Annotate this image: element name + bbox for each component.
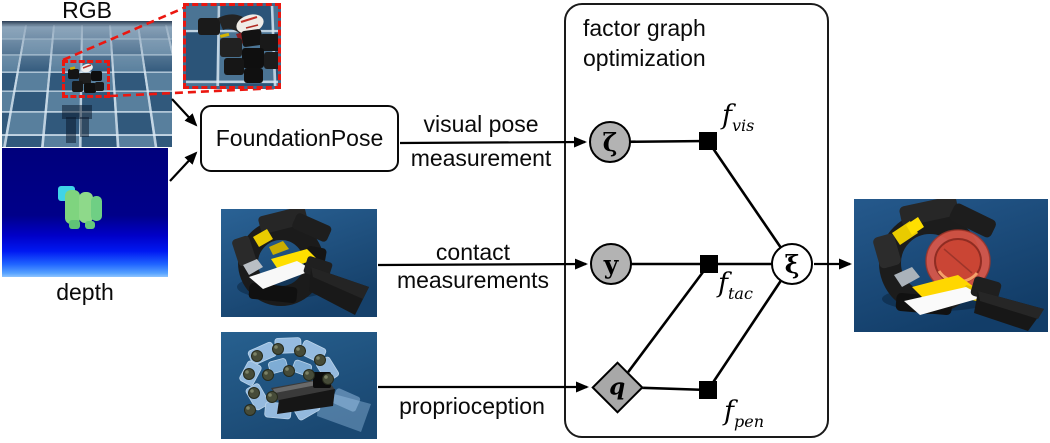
arrow-rgb-to-foundationpose bbox=[171, 98, 198, 127]
estimated-pose-art bbox=[854, 196, 1048, 332]
depth-map-image bbox=[2, 148, 168, 277]
foundationpose-box: FoundationPose bbox=[200, 105, 399, 172]
zoom-region-rect bbox=[62, 60, 110, 98]
arrow-visual-pose bbox=[399, 136, 587, 148]
factor-graph-title-line1: factor graph bbox=[583, 15, 706, 41]
proprioception-hand-art bbox=[221, 332, 377, 439]
zeta-symbol: ζ bbox=[602, 127, 618, 157]
factor-square-fpen bbox=[699, 381, 717, 399]
ftac-base: f bbox=[718, 268, 728, 299]
visual-pose-label-line1: visual pose bbox=[423, 111, 539, 137]
fpen-label: fpen bbox=[724, 396, 764, 431]
fvis-label: fvis bbox=[722, 100, 754, 135]
depth-hand-blob bbox=[58, 186, 102, 229]
y-symbol: y bbox=[603, 249, 619, 279]
proprioception-render-image bbox=[221, 332, 377, 443]
hand-shadow bbox=[62, 105, 92, 143]
ftac-sub: tac bbox=[728, 284, 753, 303]
factor-square-ftac bbox=[700, 255, 718, 273]
contact-label-line1: contact bbox=[435, 239, 511, 265]
fpen-sub: pen bbox=[734, 412, 765, 431]
xi-symbol: ξ bbox=[784, 249, 800, 279]
robot-hand-closeup-art bbox=[198, 14, 278, 83]
factor-graph-title-line2: optimization bbox=[583, 45, 706, 71]
node-xi: ξ bbox=[771, 243, 813, 285]
joint-spheres bbox=[243, 343, 334, 416]
contact-label-line2: measurements bbox=[396, 267, 550, 293]
small-robot-hand bbox=[68, 63, 104, 93]
output-render-image bbox=[854, 196, 1048, 337]
gripper-contact-art bbox=[221, 206, 377, 317]
contact-render-image bbox=[221, 206, 377, 322]
closeup-hand bbox=[198, 14, 278, 83]
depth-caption: depth bbox=[56, 279, 114, 305]
zoom-inset-image bbox=[183, 3, 281, 89]
node-y: y bbox=[590, 243, 632, 285]
fpen-base: f bbox=[724, 396, 734, 427]
factor-square-fvis bbox=[699, 132, 717, 150]
rgb-caption: RGB bbox=[62, 0, 112, 23]
fvis-base: f bbox=[722, 100, 732, 131]
q-symbol: q bbox=[609, 374, 626, 401]
small-robot-hand-art bbox=[62, 63, 104, 143]
arrow-depth-to-foundationpose bbox=[169, 151, 198, 182]
fvis-sub: vis bbox=[732, 116, 755, 135]
factor-graph-title: factor graph optimization bbox=[583, 13, 706, 73]
node-zeta: ζ bbox=[589, 121, 631, 163]
proprioception-label: proprioception bbox=[399, 393, 545, 419]
ftac-label: ftac bbox=[718, 268, 753, 303]
visual-pose-label-line2: measurement bbox=[410, 145, 552, 171]
foundationpose-label: FoundationPose bbox=[215, 125, 384, 151]
depth-blob bbox=[58, 186, 102, 229]
